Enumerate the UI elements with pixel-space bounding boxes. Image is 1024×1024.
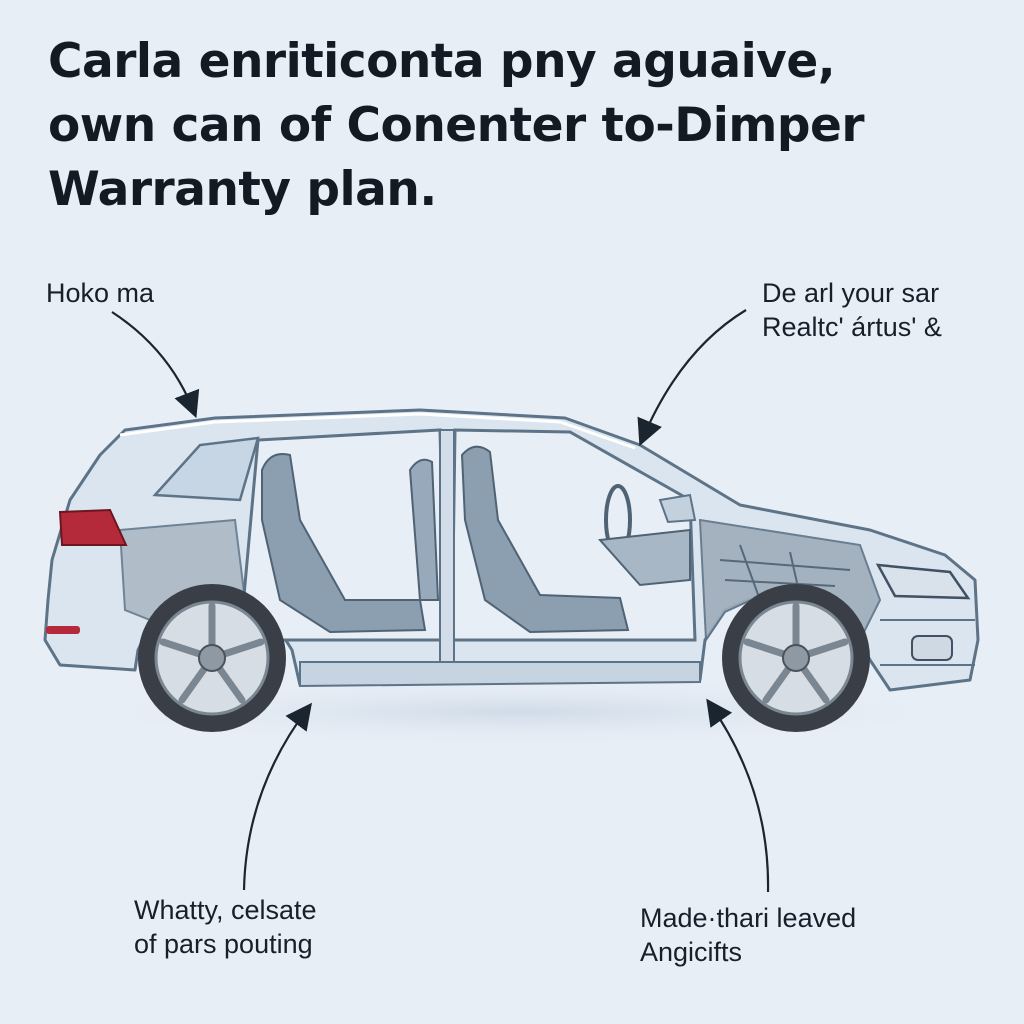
b-pillar [439,429,455,671]
callout-top-left: Hoko ma [46,276,154,310]
callout-bottom-left-line-2: of pars pouting [134,929,313,959]
headline-line-3: Warranty plan. [48,162,437,217]
rocker-panel [299,661,701,688]
front-wheel [722,584,870,732]
rear-seat [261,453,427,634]
callout-bottom-left: Whatty, celsate of pars pouting [134,893,317,961]
car-cutaway-illustration [43,408,980,732]
roof-line [119,412,636,450]
callout-top-left-line-1: Hoko ma [46,278,155,308]
rear-reflector [46,626,80,634]
side-mirror [658,493,697,524]
callout-bottom-right-line-2: Angicifts [640,937,743,967]
callout-bottom-left-line-1: Whatty, celsate [134,895,317,925]
rear-window [152,436,260,502]
headlight [875,563,971,600]
callout-top-right: De arl your sar Realtc' ártus' & [762,276,942,344]
fog-light [911,635,953,661]
rear-wheel [138,584,286,732]
callout-bottom-right: Made·thari leaved Angicifts [640,901,856,969]
taillight [58,508,128,546]
dashboard [597,528,691,587]
headline-line-1: Carla enriticonta pny aguaive, [48,34,836,89]
callout-top-right-line-2: Realtc' ártus' & [762,312,942,342]
front-seat [460,445,630,634]
headline-line-2: own can of Conenter to-Dimper [48,98,865,153]
headline: Carla enriticonta pny aguaive, own can o… [48,30,988,222]
callout-bottom-right-line-1: Made·thari leaved [640,903,857,933]
rear-seat-back [408,458,440,601]
callout-top-right-line-1: De arl your sar [762,278,940,308]
